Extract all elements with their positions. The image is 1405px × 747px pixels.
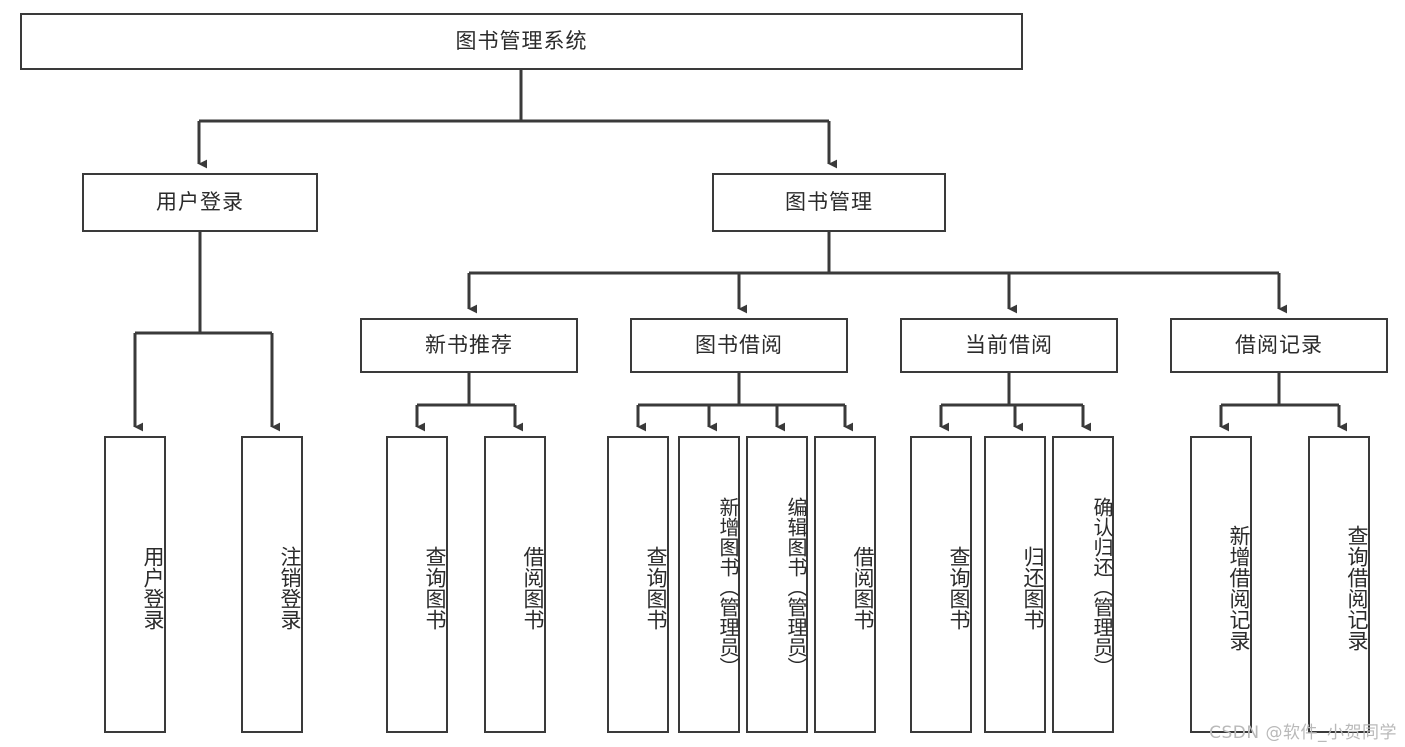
csdn-watermark: CSDN @软件_小贺同学 bbox=[1209, 723, 1397, 743]
node-borrow-record[interactable]: 借阅记录 bbox=[1170, 318, 1388, 373]
node-user-login-label: 用户登录 bbox=[156, 189, 244, 214]
node-borrow-record-label: 借阅记录 bbox=[1235, 332, 1323, 357]
node-leaf-query-book-current[interactable]: 查询图书 bbox=[910, 436, 972, 733]
node-book-borrow[interactable]: 图书借阅 bbox=[630, 318, 848, 373]
node-leaf-user-login-label: 用户登录 bbox=[141, 545, 165, 630]
node-book-management[interactable]: 图书管理 bbox=[712, 173, 946, 232]
node-leaf-borrow-book-rec[interactable]: 借阅图书 bbox=[484, 436, 546, 733]
node-root-label: 图书管理系统 bbox=[455, 28, 588, 53]
node-leaf-edit-book[interactable]: 编辑图书（管理员） bbox=[746, 436, 808, 733]
node-leaf-user-logout-label: 注销登录 bbox=[278, 545, 302, 630]
node-leaf-confirm-return-label: 确认归还（管理员） bbox=[1090, 496, 1114, 677]
node-leaf-return-book[interactable]: 归还图书 bbox=[984, 436, 1046, 733]
node-new-book-recommend-label: 新书推荐 bbox=[425, 332, 513, 357]
node-leaf-query-book-borrow-label: 查询图书 bbox=[644, 545, 668, 630]
node-current-borrow[interactable]: 当前借阅 bbox=[900, 318, 1118, 373]
node-book-management-label: 图书管理 bbox=[785, 189, 873, 214]
node-root[interactable]: 图书管理系统 bbox=[20, 13, 1023, 70]
node-leaf-add-book-label: 新增图书（管理员） bbox=[716, 496, 740, 677]
node-leaf-query-borrow-record-label: 查询借阅记录 bbox=[1345, 524, 1369, 651]
node-leaf-edit-book-label: 编辑图书（管理员） bbox=[784, 496, 808, 677]
node-leaf-add-borrow-record[interactable]: 新增借阅记录 bbox=[1190, 436, 1252, 733]
node-leaf-borrow-book-rec-label: 借阅图书 bbox=[521, 545, 545, 630]
node-leaf-borrow-book[interactable]: 借阅图书 bbox=[814, 436, 876, 733]
node-leaf-query-book-borrow[interactable]: 查询图书 bbox=[607, 436, 669, 733]
node-book-borrow-label: 图书借阅 bbox=[695, 332, 783, 357]
node-user-login[interactable]: 用户登录 bbox=[82, 173, 318, 232]
node-leaf-return-book-label: 归还图书 bbox=[1021, 545, 1045, 630]
node-leaf-borrow-book-label: 借阅图书 bbox=[851, 545, 875, 630]
node-leaf-user-logout[interactable]: 注销登录 bbox=[241, 436, 303, 733]
node-leaf-add-borrow-record-label: 新增借阅记录 bbox=[1227, 524, 1251, 651]
node-leaf-query-borrow-record[interactable]: 查询借阅记录 bbox=[1308, 436, 1370, 733]
node-leaf-user-login[interactable]: 用户登录 bbox=[104, 436, 166, 733]
node-leaf-add-book[interactable]: 新增图书（管理员） bbox=[678, 436, 740, 733]
node-leaf-query-book-rec[interactable]: 查询图书 bbox=[386, 436, 448, 733]
node-leaf-confirm-return[interactable]: 确认归还（管理员） bbox=[1052, 436, 1114, 733]
node-leaf-query-book-current-label: 查询图书 bbox=[947, 545, 971, 630]
node-current-borrow-label: 当前借阅 bbox=[965, 332, 1053, 357]
node-leaf-query-book-rec-label: 查询图书 bbox=[423, 545, 447, 630]
node-new-book-recommend[interactable]: 新书推荐 bbox=[360, 318, 578, 373]
